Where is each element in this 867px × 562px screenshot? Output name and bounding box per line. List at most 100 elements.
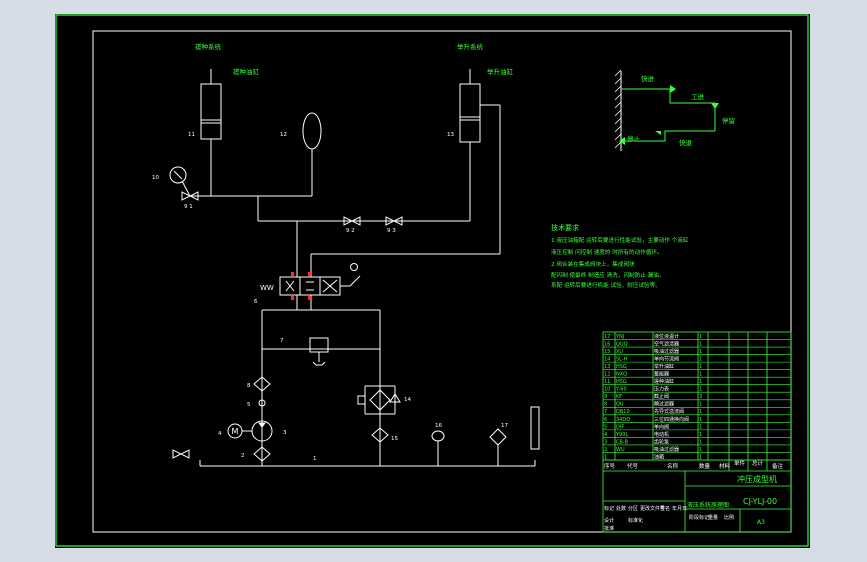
motor-letter: M	[232, 427, 239, 436]
table-cell: 12	[604, 372, 610, 378]
table-cell: 先导式溢流阀	[654, 408, 684, 415]
table-cell: 1	[699, 439, 702, 445]
table-cell: Y-60	[615, 387, 627, 393]
table-cell: NXQ	[616, 372, 627, 378]
table-cell: 8	[604, 402, 607, 408]
label-17: 17	[501, 423, 508, 429]
table-cell: 1	[699, 341, 702, 347]
table-cell: 14	[604, 357, 610, 363]
table-cell: 9	[604, 394, 607, 400]
outer-border	[55, 14, 809, 547]
table-cell: 10	[604, 387, 610, 393]
table-cell: 1	[699, 454, 702, 460]
notes-body: 1 液压油箱配 运转后要进行性能试验，主要动作 个液缸 液压控制 闪控制 速度的…	[551, 236, 689, 289]
table-cell: 2	[604, 447, 607, 453]
table-cell: 4	[604, 432, 607, 438]
label-15: 15	[391, 436, 398, 442]
table-cell: 吸油过滤器	[654, 348, 679, 355]
sign-5: 签名	[660, 505, 670, 512]
sign-6: 年月日	[672, 505, 687, 512]
table-cell: 举升油缸	[654, 363, 674, 370]
table-cell: 蓄能器	[654, 371, 669, 378]
cycle-labels: 快进 工进 停留 快退 停止	[627, 74, 735, 147]
sign-3: 分区	[628, 505, 638, 512]
table-cell: CB-B	[616, 439, 629, 445]
sign-1: 标记	[604, 505, 614, 512]
left-system-title: 搓种系统	[195, 42, 222, 51]
table-cell: 3	[699, 394, 702, 400]
note-line-4: 配闪制 使最终 制造应 清洗，闪制防止 漏油，	[551, 271, 664, 279]
header-material: 材料	[719, 462, 731, 470]
label-16: 16	[435, 423, 442, 429]
svg-text:停留: 停留	[722, 116, 735, 125]
table-cell: 1	[699, 402, 702, 408]
table-cell: 单向节流阀	[654, 356, 679, 363]
table-cell: YNJ	[615, 334, 624, 340]
cycle-arrows	[619, 85, 719, 145]
label-8: 8	[247, 383, 251, 389]
label-7: 7	[280, 338, 284, 344]
table-cell: 11	[604, 379, 610, 385]
table-cell: 3	[604, 439, 607, 445]
header-total: 总计	[752, 459, 764, 467]
inner-border	[92, 30, 792, 533]
note-line-2: 液压控制 闪控制 速度的 时所有的动作循环。	[551, 248, 663, 256]
note-line-3: 2 阀合装在集成阀块上，集成阀块	[551, 260, 635, 268]
table-cell: 吸油过滤器	[654, 446, 679, 453]
table-cell: SL-H	[616, 357, 628, 363]
table-cell: KF	[616, 394, 622, 400]
label-14: 14	[404, 397, 411, 403]
table-cell: 齿轮泵	[654, 438, 669, 445]
table-cell: QUQ	[616, 341, 628, 347]
table-cell: 7	[604, 409, 607, 415]
design-1: 设计	[604, 517, 614, 524]
table-cell: 5	[604, 424, 607, 430]
header-code: 代号	[627, 462, 639, 470]
valve-port-marks	[291, 272, 311, 300]
svg-text:快退: 快退	[679, 138, 693, 147]
table-cell: DB10	[616, 409, 630, 415]
table-cell: 三位四通换向阀	[654, 416, 689, 423]
svg-text:快进: 快进	[641, 74, 655, 83]
solenoid-label: WW	[260, 284, 274, 292]
drawing-sheet: M WW 搓种系统 搓种油缸 举升系统 举升油缸 11 12 13 10 9 1…	[55, 14, 810, 548]
label-1: 1	[313, 456, 317, 462]
table-cell: QU	[616, 402, 624, 408]
label-4: 4	[218, 431, 222, 437]
note-line-1: 1 液压油箱配 运转后要进行性能试验，主要动作 个液缸	[551, 236, 689, 244]
table-cell: 1	[699, 447, 702, 453]
note-line-5: 系配 运转后要进行机能 试验，耐压试验等。	[551, 281, 661, 289]
cycle-diagram	[614, 69, 622, 151]
table-cell: 1	[699, 417, 702, 423]
design-3: 阶段标记	[689, 514, 709, 521]
table-cell: HSG	[616, 364, 627, 370]
title-left: 液压系统原理图	[687, 501, 729, 509]
table-cell: 1	[699, 372, 702, 378]
table-cell: 压力表	[654, 386, 669, 393]
design-2: 标准化	[628, 517, 643, 524]
header-remark: 备注	[772, 462, 784, 470]
header-no: 序号	[604, 462, 616, 470]
header-name: 名称	[667, 462, 679, 470]
sign-4: 更改文件号	[640, 505, 665, 512]
title-right: 冲压成型机	[737, 474, 777, 484]
table-cell: 1	[699, 334, 702, 340]
table-cell: 6	[604, 417, 607, 423]
label-93: 9 3	[387, 228, 396, 234]
header-qty: 数量	[699, 462, 711, 470]
table-cell: DIF	[616, 424, 624, 430]
table-cell: 1	[699, 432, 702, 438]
label-2: 2	[241, 453, 245, 459]
label-11: 11	[188, 132, 195, 138]
label-12: 12	[280, 132, 287, 138]
notes-title: 技术要求	[551, 223, 579, 232]
label-92: 9 2	[346, 228, 355, 234]
label-3: 3	[283, 430, 287, 436]
table-cell: 油箱	[654, 453, 664, 460]
table-cell: 1	[699, 379, 702, 385]
left-cylinder-title: 搓种油缸	[233, 67, 260, 76]
label-91: 9 1	[184, 204, 193, 210]
table-cell: XU	[616, 349, 623, 355]
label-10: 10	[152, 175, 159, 181]
